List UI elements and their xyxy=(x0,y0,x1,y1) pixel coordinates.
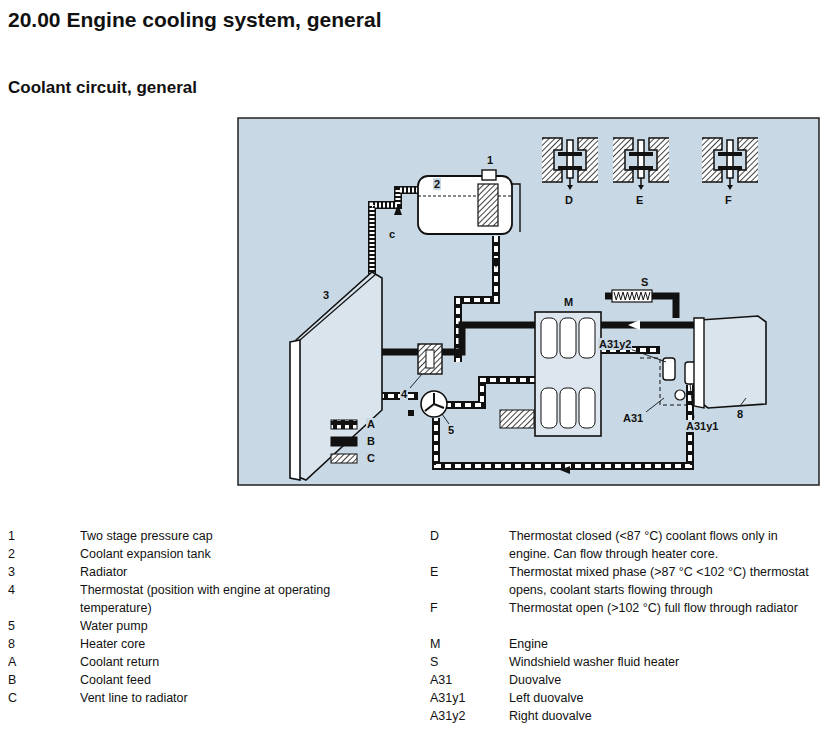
key-entry: Coolant return xyxy=(80,653,370,671)
key-entry: Water pump xyxy=(80,617,370,635)
key-entry: D xyxy=(430,527,439,545)
key-entry: Right duovalve xyxy=(509,707,821,725)
key-entry: F xyxy=(430,599,438,617)
key-entry: B xyxy=(8,671,16,689)
thermostat-inset xyxy=(613,138,669,190)
leader-line xyxy=(410,349,746,424)
key-entry: Radiator xyxy=(80,563,370,581)
key-entry: Vent line to radiator xyxy=(80,689,370,707)
key-entry: C xyxy=(8,689,17,707)
key-entry: 8 xyxy=(8,635,15,653)
key-entry: A31y2 xyxy=(430,707,465,725)
callout-number: 4 xyxy=(400,388,408,400)
thermostat-inset xyxy=(702,138,758,190)
key-entry: Duovalve xyxy=(509,671,821,689)
engine xyxy=(500,312,601,436)
callout-number: E xyxy=(635,194,644,206)
key-entry: 3 xyxy=(8,563,15,581)
callout-number: A31y2 xyxy=(598,338,632,350)
callout-number: 1 xyxy=(486,154,494,166)
key-entry: M xyxy=(430,635,440,653)
callout-number: M xyxy=(563,296,574,308)
expansion-tank xyxy=(418,170,520,234)
key-entry: E xyxy=(430,563,438,581)
key-entry: A31y1 xyxy=(430,689,465,707)
key-entry: Thermostat open (>102 °C) full flow thro… xyxy=(509,599,821,617)
key-entry: Coolant feed xyxy=(80,671,370,689)
key-entry: 1 xyxy=(8,527,15,545)
key-entry: Two stage pressure cap xyxy=(80,527,370,545)
callout-number: 5 xyxy=(447,424,455,436)
legend-label: B xyxy=(366,435,376,447)
section-heading: Coolant circuit, general xyxy=(8,78,197,98)
callout-number: S xyxy=(640,276,649,288)
heater-core xyxy=(694,316,766,408)
key-entry: S xyxy=(430,653,438,671)
vent-line xyxy=(372,190,418,274)
legend-swatch xyxy=(331,437,357,446)
radiator xyxy=(290,272,382,480)
callout-number: c xyxy=(388,228,396,240)
page-title: 20.00 Engine cooling system, general xyxy=(8,8,381,32)
key-entry: Engine xyxy=(509,635,821,653)
panel xyxy=(238,118,819,485)
key-entry: A31 xyxy=(430,671,452,689)
thermostat-inset xyxy=(542,138,598,190)
legend-label: C xyxy=(366,452,376,464)
key-entry: Heater core xyxy=(80,635,370,653)
callout-number: A31 xyxy=(622,412,644,424)
callout-number: F xyxy=(724,194,733,206)
key-entry: 2 xyxy=(8,545,15,563)
key-entry: 4 xyxy=(8,581,15,599)
key-entry: Thermostat closed (<87 °C) coolant flows… xyxy=(509,527,821,563)
water-pump xyxy=(408,391,447,417)
callout-number: D xyxy=(564,194,574,206)
key-entry: Thermostat mixed phase (>87 °C <102 °C) … xyxy=(509,563,821,599)
callout-number: A31y1 xyxy=(685,420,719,432)
key-entry: Windshield washer fluid heater xyxy=(509,653,821,671)
legend-swatch xyxy=(331,420,357,429)
thermostat-housing xyxy=(418,344,442,374)
callout-number: 3 xyxy=(322,289,330,301)
legend-label: A xyxy=(366,418,376,430)
key-entry: 5 xyxy=(8,617,15,635)
callout-number: 8 xyxy=(736,408,744,420)
key-entry: Thermostat (position with engine at oper… xyxy=(80,581,370,617)
washer-heater xyxy=(612,290,652,302)
legend-swatch xyxy=(331,454,357,463)
key-entry: Left duovalve xyxy=(509,689,821,707)
key-entry: A xyxy=(8,653,16,671)
callout-number: 2 xyxy=(433,178,441,190)
key-entry: Coolant expansion tank xyxy=(80,545,370,563)
